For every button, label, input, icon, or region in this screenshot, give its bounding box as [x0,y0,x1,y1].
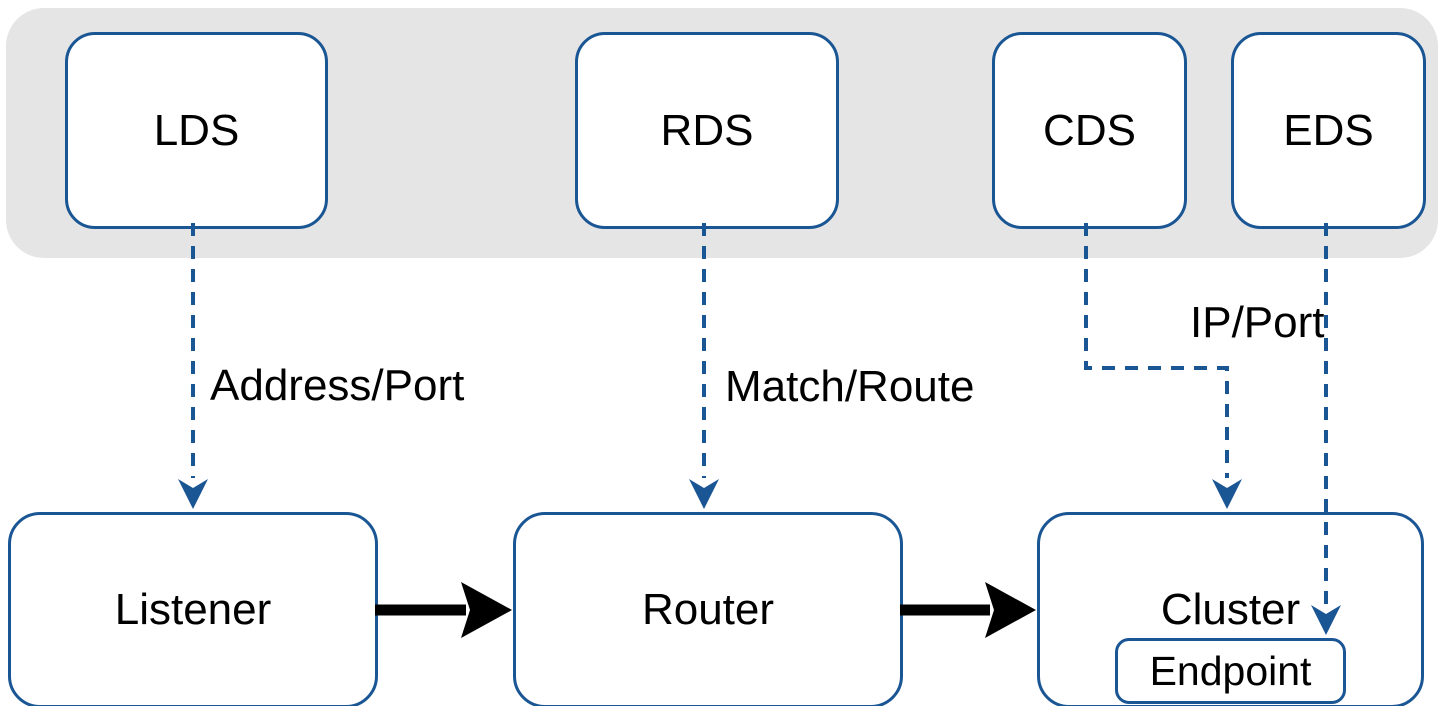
node-cluster-label: Cluster [1160,585,1301,634]
node-eds: EDS [1231,32,1426,229]
node-cds: CDS [992,32,1187,229]
node-endpoint: Endpoint [1115,638,1346,704]
edge-cds-cluster [1084,223,1242,509]
edge-label-match-route: Match/Route [725,362,975,411]
node-router-label: Router [641,585,775,634]
edge-rds-router [689,223,719,509]
node-lds: LDS [65,32,328,229]
node-cluster: Cluster [1037,512,1424,706]
node-router: Router [513,512,903,706]
node-eds-label: EDS [1283,105,1374,155]
node-rds-label: RDS [660,105,754,155]
node-listener-label: Listener [114,585,272,634]
node-endpoint-label: Endpoint [1149,647,1312,694]
node-cds-label: CDS [1043,105,1136,155]
edge-label-ip-port: IP/Port [1190,298,1325,347]
node-rds: RDS [575,32,839,229]
node-listener: Listener [8,512,378,706]
arrow-router-cluster [900,582,1036,638]
arrow-listener-router [375,582,512,638]
edge-lds-listener [178,223,208,509]
edge-label-address-port: Address/Port [210,361,465,410]
node-lds-label: LDS [153,105,240,155]
